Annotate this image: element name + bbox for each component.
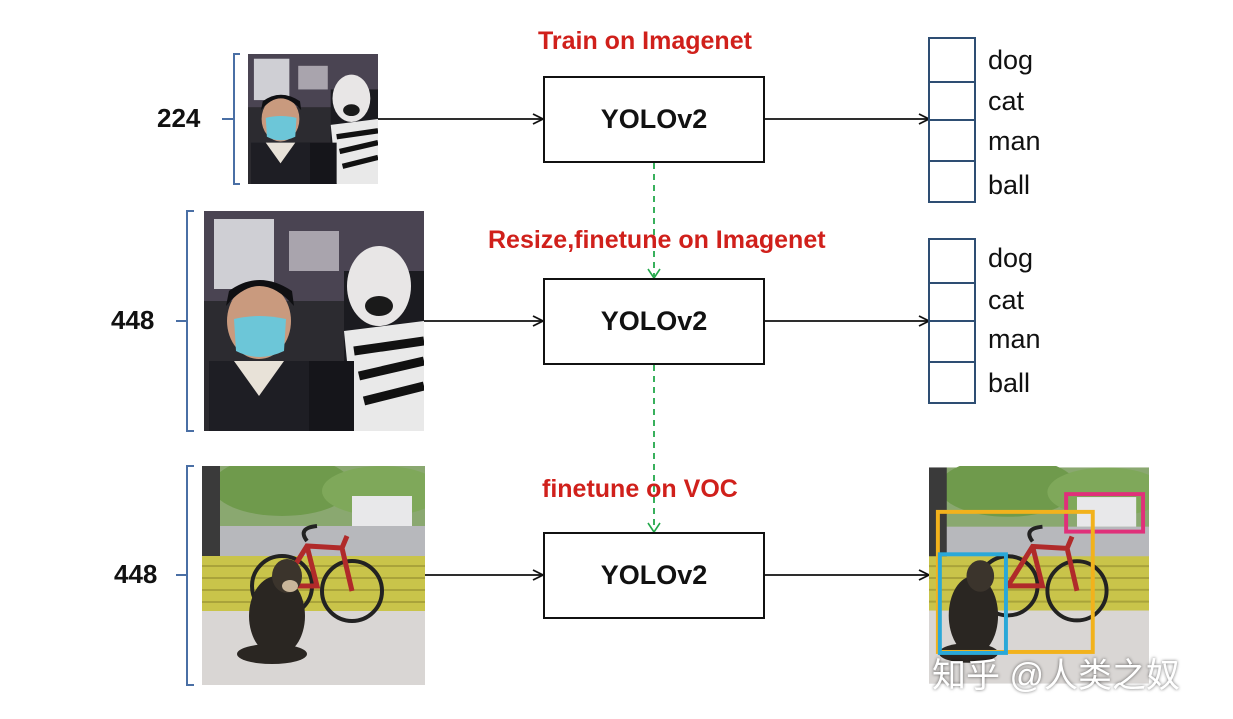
class-cell-row1-1 (928, 81, 976, 121)
dog-and-bicycle-detections-image (929, 466, 1149, 684)
input-photo-row1 (248, 54, 378, 184)
input-photo-row3 (202, 466, 425, 685)
bracket-row2 (176, 210, 194, 432)
class-label-row1-cat: cat (988, 86, 1025, 116)
class-cell-row2-2 (928, 320, 976, 363)
class-label-row2-ball: ball (988, 368, 1031, 398)
class-label-row2-dog: dog (988, 243, 1034, 273)
class-label-row2-cat: cat (988, 285, 1025, 315)
class-label-row1-man: man (988, 126, 1041, 156)
stage-caption-row1: Train on Imagenet (538, 27, 752, 55)
class-label-row1-dog: dog (988, 45, 1034, 75)
model-box-row3: YOLOv2 (543, 532, 765, 619)
bbox-bicycle (935, 509, 1095, 654)
dog-and-bicycle-image (202, 466, 425, 685)
input-photo-row2 (204, 211, 424, 431)
class-cell-row1-0 (928, 37, 976, 83)
bracket-row1 (222, 53, 240, 185)
input-size-label-row1: 224 (157, 103, 201, 133)
input-size-label-row3: 448 (114, 559, 158, 589)
stage-caption-row2: Resize,finetune on Imagenet (488, 226, 826, 254)
class-label-row2-man: man (988, 324, 1041, 354)
person-with-mask-image-large (204, 211, 424, 431)
class-cell-row2-1 (928, 282, 976, 322)
model-box-row1: YOLOv2 (543, 76, 765, 163)
stage-caption-row3: finetune on VOC (542, 475, 738, 503)
class-cell-row1-2 (928, 119, 976, 162)
bbox-dog (937, 552, 1008, 655)
bracket-row3 (176, 465, 194, 686)
class-cell-row2-0 (928, 238, 976, 284)
person-with-mask-image (248, 54, 378, 184)
detection-output-photo (929, 466, 1149, 685)
class-label-row1-ball: ball (988, 170, 1031, 200)
input-size-label-row2: 448 (111, 305, 155, 335)
class-cell-row2-3 (928, 361, 976, 404)
watermark: 知乎 @人类之奴 (932, 657, 1180, 695)
class-cell-row1-3 (928, 160, 976, 203)
model-box-row2: YOLOv2 (543, 278, 765, 365)
